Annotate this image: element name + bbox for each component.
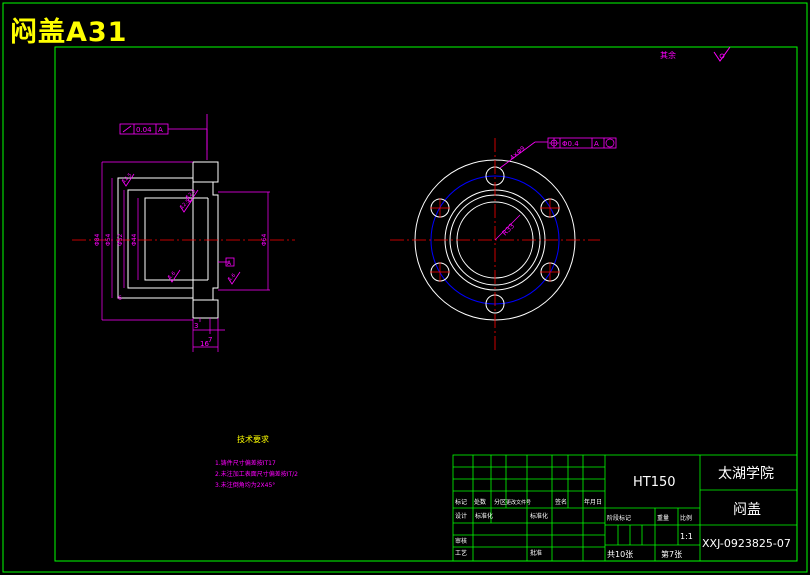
mmc-icon	[605, 138, 615, 148]
tb-label-date: 年月日	[584, 498, 602, 506]
tb-label-zone: 分区	[494, 498, 506, 506]
tb-label-process: 工艺	[455, 549, 467, 557]
dim-dia-small: Φ44	[131, 233, 138, 246]
dim-dia-mid1: Φ54	[105, 233, 112, 246]
front-section-view: 0.04 A	[72, 114, 295, 352]
tolerance-datum: A	[158, 126, 163, 134]
side-end-view: 4×Φ9 Φ0.4 A R33	[390, 137, 617, 350]
tech-req-item-3: 3.未注倒角均为2X45°	[215, 481, 275, 489]
tb-label-review: 审核	[455, 537, 467, 545]
inner-frame	[54, 46, 798, 562]
tb-label-standardize: 标准化	[475, 512, 493, 520]
dim-bottom-left: 3	[194, 322, 198, 330]
tech-req-heading: 技术要求	[237, 434, 269, 444]
tb-label-stage-mark: 阶段标记	[607, 514, 631, 522]
roughness-1: 12.5	[121, 172, 133, 184]
tech-req-item-1: 1.铸件尺寸偏差按IT17	[215, 459, 276, 467]
radius-leader	[494, 214, 521, 241]
title-block: 标记 处数 分区 更改文件号 签名 年月日 设计 标准化 标准化 审核 工艺 批…	[452, 454, 798, 562]
flatness-tolerance-frame: 0.04 A	[119, 114, 208, 160]
position-tolerance-icon	[549, 138, 559, 148]
tb-sheet-no: 第7张	[661, 549, 682, 559]
roughness-marks	[121, 173, 241, 285]
tb-label-approve: 批准	[530, 549, 542, 557]
tb-label-count: 处数	[474, 498, 486, 506]
tb-label-sign: 签名	[555, 498, 567, 506]
datum-label: A	[227, 260, 232, 267]
hole-callout-text: 4×Φ9	[509, 145, 527, 162]
tb-label-ratio: 比例	[680, 514, 692, 522]
roughness-4: 1.6	[167, 271, 177, 281]
front-dimension-lines	[101, 161, 270, 352]
dim-dia-mid2: Φ52	[117, 233, 124, 246]
small-dim-mark: 6	[118, 295, 122, 302]
position-datum: A	[594, 140, 599, 148]
dim-dia-right: Φ64	[261, 233, 268, 246]
tb-total-sheets: 共10张	[607, 550, 633, 559]
drawing-banner-title: 闷盖A31	[10, 17, 128, 48]
roughness-5: 1.6	[227, 273, 237, 283]
roughness-note: 其余	[660, 50, 676, 60]
hole-callout	[499, 137, 617, 169]
radius-label: R33	[501, 222, 516, 237]
tb-label-design: 设计	[455, 512, 467, 520]
position-tol: Φ0.4	[562, 140, 579, 148]
tb-label-weight: 重量	[657, 514, 669, 522]
dim-bottom-mid: 7	[208, 336, 212, 344]
hole-center-marks	[430, 198, 560, 282]
tb-label-mark: 标记	[455, 498, 467, 506]
datum-marker: A	[218, 257, 235, 267]
tolerance-value: 0.04	[136, 126, 152, 134]
tech-req-item-2: 2.未注加工表面尺寸偏差按IT/2	[215, 470, 298, 478]
tb-label-change-doc: 更改文件号	[506, 499, 531, 506]
tb-label-std-check: 标准化	[530, 512, 548, 520]
dim-overall-width: 16	[200, 340, 209, 348]
roughness-symbol-icon	[713, 46, 731, 62]
technical-requirements: 技术要求 1.铸件尺寸偏差按IT17 2.未注加工表面尺寸偏差按IT/2 3.未…	[215, 434, 298, 489]
tb-material: HT150	[633, 475, 676, 490]
side-center-lines	[390, 138, 600, 350]
tb-part-name: 闷盖	[733, 502, 761, 518]
tb-scale: 1:1	[680, 532, 693, 541]
tb-drawing-no: XXJ-0923825-07	[702, 537, 791, 550]
tb-school: 太湖学院	[718, 466, 774, 482]
dim-dia-large: Φ84	[94, 233, 101, 246]
